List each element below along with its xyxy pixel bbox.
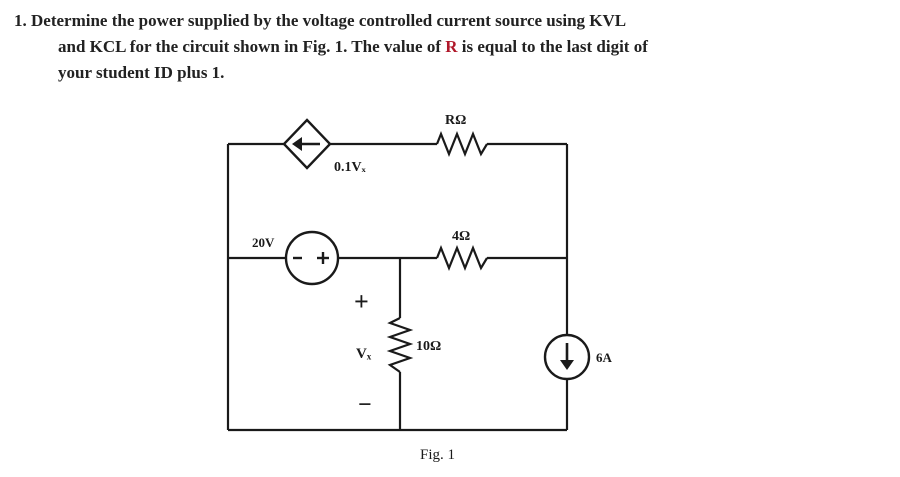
label-vx-plus: +	[354, 287, 369, 316]
problem-text-2a: and KCL for the circuit shown in Fig. 1.…	[58, 37, 446, 56]
label-vx: Vₓ	[356, 346, 372, 362]
label-vx-minus: −	[358, 392, 372, 418]
figure-caption: Fig. 1	[420, 447, 455, 463]
label-20v: 20V	[252, 235, 275, 250]
label-6a: 6A	[596, 350, 613, 365]
current-source-6a	[543, 333, 591, 381]
label-4ohm: 4Ω	[452, 229, 470, 244]
problem-text-1: Determine the power supplied by the volt…	[31, 11, 627, 30]
voltage-source-20v	[284, 230, 340, 286]
problem-line-3: your student ID plus 1.	[14, 60, 874, 86]
problem-text-3: your student ID plus 1.	[58, 63, 225, 82]
problem-statement: 1. Determine the power supplied by the v…	[14, 8, 874, 86]
problem-number: 1.	[14, 11, 27, 30]
problem-text-2b: is equal to the last digit of	[457, 37, 648, 56]
label-vccs: 0.1Vₓ	[334, 160, 367, 175]
resistor-4ohm	[435, 245, 488, 271]
highlight-r: R	[445, 37, 458, 56]
label-10ohm: 10Ω	[416, 339, 441, 354]
label-r: RΩ	[445, 113, 466, 128]
problem-line-2: and KCL for the circuit shown in Fig. 1.…	[14, 34, 874, 60]
vccs-source	[282, 118, 332, 170]
problem-line-1: 1. Determine the power supplied by the v…	[14, 8, 874, 34]
resistor-10ohm	[386, 317, 414, 373]
resistor-r	[435, 131, 488, 157]
